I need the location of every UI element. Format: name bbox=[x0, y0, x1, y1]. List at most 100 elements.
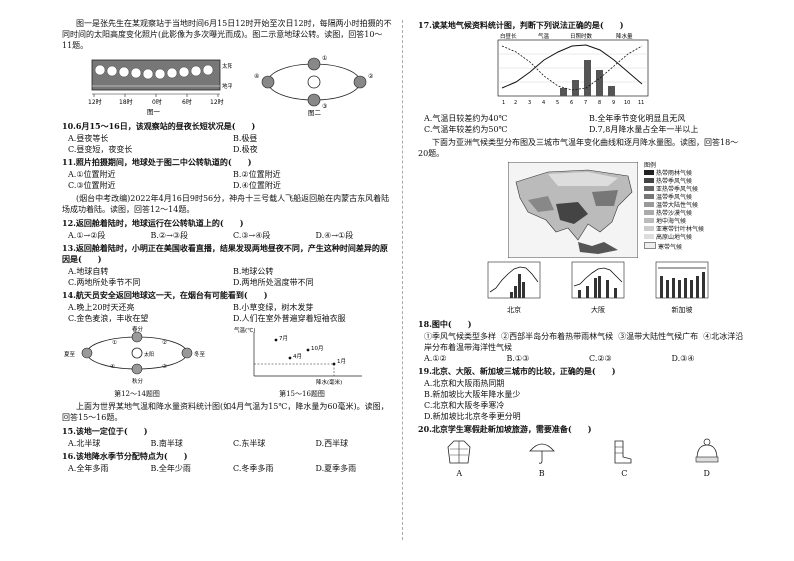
q20-option-b[interactable]: B bbox=[527, 437, 557, 479]
q11-option-b[interactable]: B.②位置附近 bbox=[233, 170, 281, 179]
q16-option-a[interactable]: A.全年多雨 bbox=[68, 464, 109, 473]
q10-option-d[interactable]: D.极夜 bbox=[233, 145, 258, 154]
tick-12b: 12时 bbox=[210, 98, 224, 106]
orbit-pos-1: ① bbox=[322, 55, 327, 62]
question-17: 17.读某地气候资料统计图，判断下列说法正确的是( ) bbox=[418, 20, 624, 30]
legend-temperate-monsoon: 温带季风气候 bbox=[644, 194, 704, 202]
legend-rainforest: 热带雨林气候 bbox=[644, 170, 704, 178]
q16-option-d[interactable]: D.夏季多雨 bbox=[315, 464, 357, 473]
segment-1: ① bbox=[112, 340, 117, 346]
q20-option-a[interactable]: A bbox=[444, 437, 474, 479]
q16-option-b[interactable]: B.全年少雨 bbox=[150, 464, 191, 473]
tick-18: 18时 bbox=[119, 98, 133, 106]
term-spring: 春分 bbox=[132, 326, 144, 333]
q19-option-a[interactable]: A.北京和大阪雨热同期 bbox=[424, 379, 505, 388]
sun-label: 太阳 bbox=[222, 62, 232, 70]
asia-climate-figure: 图例 热带雨林气候 热带季风气候 亚热带季风气候 温带季风气候 温带大陆性气候 … bbox=[508, 162, 748, 258]
chart-beijing: 北京 bbox=[484, 260, 544, 316]
sun-label-fig3: 太阳 bbox=[144, 351, 154, 358]
question-19: 19.北京、大阪、新加坡三城市的比较，正确的是( ) bbox=[418, 366, 616, 376]
figure-2-caption: 图二 bbox=[308, 109, 322, 116]
q10-option-b[interactable]: B.极昼 bbox=[233, 134, 258, 143]
legend-subarctic: 亚寒带针叶林气候 bbox=[644, 226, 704, 234]
city-singapore: 新加坡 bbox=[671, 306, 693, 314]
q18-option-c[interactable]: C.②③ bbox=[589, 354, 612, 363]
tick-0: 0时 bbox=[152, 98, 162, 106]
q15-option-c[interactable]: C.东半球 bbox=[233, 439, 266, 448]
legend-tropical-monsoon: 热带季风气候 bbox=[644, 178, 704, 186]
point-apr: 4月 bbox=[293, 353, 302, 360]
question-12: 12.返回舱着陆时，地球运行在公转轨道上的( ) bbox=[62, 218, 244, 228]
question-18-statements: ①季风气候类型多样 ②西部半岛分布着热带雨林气候 ③温带大陆性气候广布 ④北冰洋… bbox=[418, 331, 748, 353]
q20-option-c[interactable]: C bbox=[609, 437, 639, 479]
q19-option-b[interactable]: B.新加坡比大阪年降水量少 bbox=[424, 390, 521, 399]
q12-option-c[interactable]: C.③→④段 bbox=[233, 231, 271, 240]
q11-option-d[interactable]: D.④位置附近 bbox=[233, 181, 281, 190]
question-10-options: A.昼夜等长 B.极昼 C.昼变短，夜变长 D.极夜 bbox=[62, 133, 392, 155]
q12-option-b[interactable]: B.②→③段 bbox=[150, 231, 188, 240]
q17-option-b[interactable]: B.全年季节变化明显且无风 bbox=[589, 114, 686, 123]
q18-option-a[interactable]: A.①② bbox=[424, 354, 447, 363]
q20-option-d[interactable]: D bbox=[692, 437, 722, 479]
tick-12a: 12时 bbox=[88, 98, 102, 106]
question-14-options: A.晚上20时天还亮 B.小草变绿，树木发芽 C.金色麦浪，丰收在望 D.人们在… bbox=[62, 302, 392, 324]
q18-option-d[interactable]: D.③④ bbox=[671, 354, 695, 363]
orbit-diagram: ① ② ③ ④ 图二 bbox=[254, 55, 374, 117]
q16-option-c[interactable]: C.冬季多雨 bbox=[233, 464, 274, 473]
q11-option-c[interactable]: C.③位置附近 bbox=[68, 181, 116, 190]
figure-row-2: 春分 夏至 秋分 冬至 太阳 ① ② ③ ④ 第12～14题图 气温(℃) 降水… bbox=[62, 325, 392, 400]
q17-option-c[interactable]: C.气温年较差约为50℃ bbox=[424, 125, 508, 134]
q15-option-d[interactable]: D.西半球 bbox=[315, 439, 349, 448]
snow-boots-icon bbox=[614, 440, 632, 464]
svg-text:1: 1 bbox=[502, 100, 505, 106]
q13-option-c[interactable]: C.两地所处季节不同 bbox=[68, 278, 141, 287]
svg-text:3: 3 bbox=[528, 100, 531, 106]
q17-option-a[interactable]: A.气温日较差约为40℃ bbox=[424, 114, 508, 123]
q18-option-b[interactable]: B.①③ bbox=[506, 354, 530, 363]
legend-desert: 热带沙漠气候 bbox=[644, 210, 704, 218]
q10-option-a[interactable]: A.昼夜等长 bbox=[68, 134, 109, 143]
fig4-ylabel: 气温(℃) bbox=[234, 326, 255, 334]
question-19-options: A.北京和大阪雨热同期 B.新加坡比大阪年降水量少 C.北京和大阪冬季寒冷 D.… bbox=[418, 378, 748, 422]
q13-option-b[interactable]: B.地球公转 bbox=[233, 267, 274, 276]
city-osaka: 大阪 bbox=[591, 306, 605, 314]
figure-1-caption: 图一 bbox=[147, 108, 161, 116]
figure-3: 春分 夏至 秋分 冬至 太阳 ① ② ③ ④ 第12～14题图 bbox=[62, 325, 212, 400]
legend-subtropical-monsoon: 亚热带季风气候 bbox=[644, 186, 704, 194]
q17-option-d[interactable]: D.7,8月降水量占全年一半以上 bbox=[589, 125, 699, 134]
chart-singapore: 新加坡 bbox=[652, 260, 712, 316]
legend-polar: 寒带气候 bbox=[644, 242, 704, 252]
q13-option-d[interactable]: D.两地所处温度带不同 bbox=[233, 278, 314, 287]
question-17-options: A.气温日较差约为40℃ B.全年季节变化明显且无风 C.气温年较差约为50℃ … bbox=[418, 113, 748, 135]
q14-option-b[interactable]: B.小草变绿，树木发芽 bbox=[233, 303, 314, 312]
figure-row-1: 太阳 地平线 12时 18时 0时 6时 12时 图一 ① bbox=[62, 54, 392, 119]
question-18-options: A.①② B.①③ C.②③ D.③④ bbox=[418, 353, 748, 364]
q19-option-c[interactable]: C.北京和大阪冬季寒冷 bbox=[424, 401, 505, 410]
q14-option-d[interactable]: D.人们在室外普遍穿着短袖衣服 bbox=[233, 314, 346, 323]
svg-text:2: 2 bbox=[514, 100, 517, 106]
q12-option-d[interactable]: D.④→①段 bbox=[315, 231, 354, 240]
q18-statement-1: ①季风气候类型多样 bbox=[424, 332, 496, 341]
question-11-options: A.①位置附近 B.②位置附近 C.③位置附近 D.④位置附近 bbox=[62, 169, 392, 191]
q14-option-c[interactable]: C.金色麦浪，丰收在望 bbox=[68, 314, 149, 323]
question-13-options: A.地球自转 B.地球公转 C.两地所处季节不同 D.两地所处温度带不同 bbox=[62, 266, 392, 288]
point-oct: 10月 bbox=[311, 345, 324, 352]
intro-12-14: (烟台中考改编)2022年4月16日9时56分，神舟十三号载人飞船返回舱在内蒙古… bbox=[62, 194, 390, 214]
svg-text:8: 8 bbox=[598, 100, 601, 106]
q19-option-d[interactable]: D.新加坡比北京冬季更分明 bbox=[424, 412, 521, 421]
legend-temperate-continental: 温带大陆性气候 bbox=[644, 202, 704, 210]
q11-option-a[interactable]: A.①位置附近 bbox=[68, 170, 116, 179]
q12-option-a[interactable]: A.①→②段 bbox=[68, 231, 106, 240]
q18-statement-2: ②西部半岛分布着热带雨林气候 bbox=[501, 332, 614, 341]
q10-option-c[interactable]: C.昼变短，夜变长 bbox=[68, 145, 133, 154]
q13-option-a[interactable]: A.地球自转 bbox=[68, 267, 109, 276]
question-12-options: A.①→②段 B.②→③段 C.③→④段 D.④→①段 bbox=[62, 230, 392, 241]
q15-option-b[interactable]: B.南半球 bbox=[150, 439, 183, 448]
osaka-climograph bbox=[571, 261, 625, 299]
q15-option-a[interactable]: A.北半球 bbox=[68, 439, 101, 448]
down-jacket-icon bbox=[447, 440, 471, 464]
q14-option-a[interactable]: A.晚上20时天还亮 bbox=[68, 303, 135, 312]
segment-4: ④ bbox=[110, 364, 115, 370]
map-legend: 图例 热带雨林气候 热带季风气候 亚热带季风气候 温带季风气候 温带大陆性气候 … bbox=[644, 162, 704, 252]
